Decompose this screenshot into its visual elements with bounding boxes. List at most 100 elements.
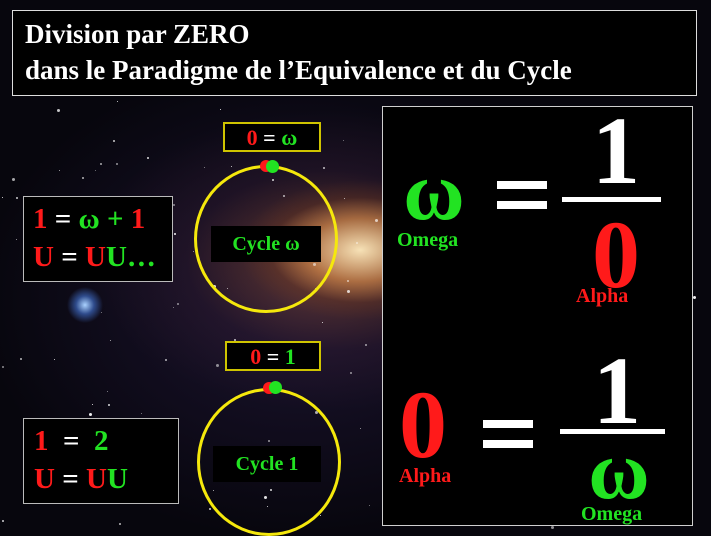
star (551, 526, 554, 529)
star (100, 163, 102, 165)
star (82, 177, 84, 179)
formula2-equals-bottom (483, 440, 533, 448)
eq3-a: 1 (34, 425, 49, 457)
star (113, 140, 115, 142)
star (209, 508, 211, 510)
star (16, 239, 17, 240)
bottom-cycle-header-op: = (266, 344, 280, 369)
bottom-cycle-header-right: 1 (284, 344, 296, 369)
star (2, 197, 3, 198)
formula1-numerator: 1 (592, 97, 640, 204)
formula2-fraction-bar (560, 429, 665, 434)
star (322, 322, 323, 323)
star (107, 391, 108, 392)
equation-box-finite: 1 = 2 U = UU (23, 418, 179, 504)
star (174, 233, 176, 235)
star (220, 109, 221, 110)
star (356, 242, 358, 244)
star (369, 505, 370, 506)
formula2-denominator: ω (588, 424, 650, 517)
star (344, 198, 345, 199)
top-cycle-header-left: 0 (246, 125, 258, 150)
star (59, 170, 60, 171)
star (165, 359, 167, 361)
star (2, 520, 4, 522)
eq4-eq: = (54, 463, 86, 495)
formula1-equals-bottom (497, 201, 547, 209)
star (12, 178, 15, 181)
title-line-1: Division par ZERO (25, 19, 250, 49)
star (141, 413, 142, 414)
eq4-c: U (106, 463, 128, 495)
eq2-c: U… (105, 241, 156, 273)
star (57, 109, 60, 112)
formula2-lhs-symbol: 0 (399, 371, 447, 478)
star (16, 197, 18, 199)
star (116, 163, 118, 165)
formula1-equals-top (497, 181, 547, 189)
star (204, 167, 205, 168)
star (117, 101, 118, 102)
equation-box-infinite: 1 = ω + 1 U = UU… (23, 196, 173, 282)
star (95, 170, 96, 171)
formula1-denominator-name: Alpha (576, 285, 629, 307)
bottom-cycle-header: 0 = 1 (225, 341, 321, 371)
bottom-cycle-label: Cycle 1 (213, 446, 321, 482)
star (20, 358, 22, 360)
formula-panel: ω Omega 1 0 Alpha 0 Alpha 1 ω Omega (382, 101, 693, 526)
equation-row-2: U = UU… (33, 241, 156, 274)
equation-row-4: U = UU (34, 463, 128, 496)
bottom-cycle-green-dot (269, 381, 282, 394)
formula2-denominator-name: Omega (581, 503, 643, 525)
star (375, 219, 378, 222)
star (350, 372, 352, 374)
star (89, 413, 92, 416)
star (347, 290, 350, 293)
eq4-a: U (34, 463, 55, 495)
formula1-denominator: 0 (592, 201, 640, 308)
star (110, 340, 111, 341)
star (323, 167, 325, 169)
eq1-eq: = (47, 203, 79, 235)
star (173, 204, 175, 206)
star (360, 428, 361, 429)
bottom-cycle-header-left: 0 (250, 344, 262, 369)
star (234, 339, 236, 341)
eq3-b: 2 (94, 425, 109, 457)
star (343, 140, 344, 141)
eq1-b: ω + (78, 203, 131, 235)
star (2, 366, 4, 368)
star (365, 344, 367, 346)
star (173, 307, 174, 308)
star (101, 312, 102, 313)
formula1-fraction-bar (562, 197, 661, 202)
star (320, 515, 321, 516)
equation-row-3: 1 = 2 (34, 425, 109, 458)
formula1-lhs-symbol: ω (403, 145, 465, 238)
formula2-equals-top (483, 420, 533, 428)
star (347, 280, 349, 282)
formula1-lhs-name: Omega (397, 229, 459, 251)
eq3-eq: = (48, 425, 95, 457)
formula2-numerator: 1 (593, 337, 641, 444)
star (693, 296, 696, 299)
eq2-a: U (33, 241, 54, 273)
star (216, 364, 219, 367)
eq2-b: U (84, 241, 106, 273)
equation-row-1: 1 = ω + 1 (33, 203, 145, 236)
title-banner: Division par ZERO dans le Paradigme de l… (12, 10, 697, 96)
eq4-b: U (85, 463, 107, 495)
star (92, 404, 93, 405)
top-cycle-label: Cycle ω (211, 226, 321, 262)
star (54, 359, 55, 360)
eq1-a: 1 (33, 203, 48, 235)
top-cycle-header: 0 = ω (223, 122, 321, 152)
star (177, 303, 179, 305)
star (119, 523, 121, 525)
formula2-lhs-name: Alpha (399, 465, 452, 487)
top-cycle-header-right: ω (281, 125, 298, 150)
star (147, 157, 149, 159)
star (231, 166, 232, 167)
star (108, 404, 110, 406)
